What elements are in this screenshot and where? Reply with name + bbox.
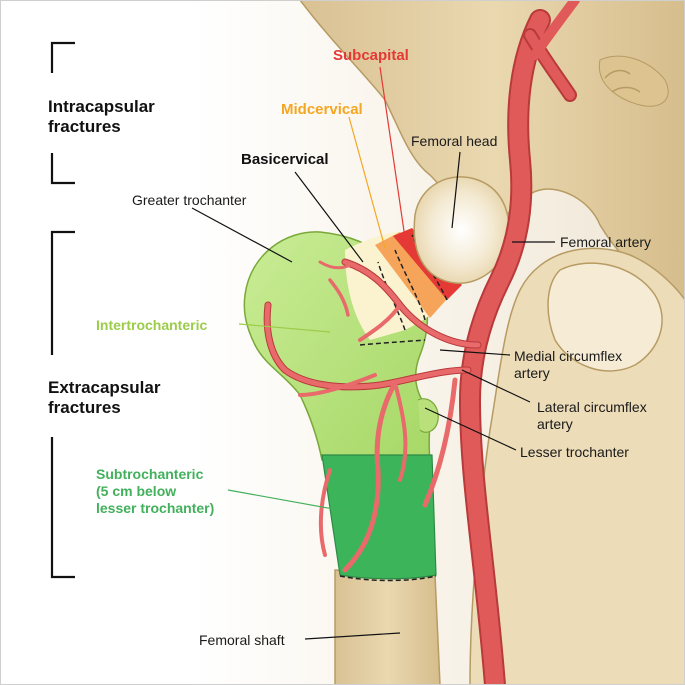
midcervical-label: Midcervical (281, 101, 363, 118)
arteries (263, 0, 580, 685)
leader-lines (191, 66, 555, 640)
medial-circumflex-line2: artery (514, 364, 550, 381)
greater-trochanter-label: Greater trochanter (132, 192, 247, 208)
extracapsular-heading: Extracapsular fractures (48, 378, 160, 419)
lateral-circumflex-line2: artery (537, 415, 573, 432)
intracapsular-bracket (50, 41, 75, 185)
lateral-circumflex-line1: Lateral circumflex (537, 399, 647, 415)
lateral-circumflex-label: Lateral circumflex artery (537, 399, 647, 433)
femoral-shaft-bone (334, 569, 441, 685)
extracapsular-heading-line1: Extracapsular (48, 378, 161, 397)
intracapsular-heading: Intracapsular fractures (48, 97, 155, 138)
extracapsular-bracket (50, 230, 75, 579)
lesser-trochanter-label: Lesser trochanter (520, 444, 629, 460)
medial-circumflex-line1: Medial circumflex (514, 348, 623, 364)
femoral-head-label: Femoral head (411, 133, 498, 149)
basicervical-label: Basicervical (241, 151, 329, 168)
subtrochanteric-line2: (5 cm below (96, 482, 177, 499)
medial-circumflex-label: Medial circumflex artery (514, 348, 622, 382)
femoral-artery-label: Femoral artery (560, 234, 652, 250)
subcapital-label: Subcapital (333, 47, 409, 64)
intracapsular-heading-line2: fractures (48, 117, 121, 137)
pelvis (299, 0, 685, 685)
intracapsular-heading-line1: Intracapsular (48, 97, 155, 116)
femoral-shaft-label: Femoral shaft (199, 632, 285, 648)
proximal-femur (243, 228, 462, 582)
intertrochanteric-label: Intertrochanteric (96, 317, 208, 333)
subtrochanteric-line1: Subtrochanteric (96, 466, 204, 482)
subtrochanteric-line3: lesser trochanter) (96, 499, 215, 516)
extracapsular-heading-line2: fractures (48, 398, 121, 418)
subtrochanteric-label: Subtrochanteric (5 cm below lesser troch… (96, 466, 214, 516)
